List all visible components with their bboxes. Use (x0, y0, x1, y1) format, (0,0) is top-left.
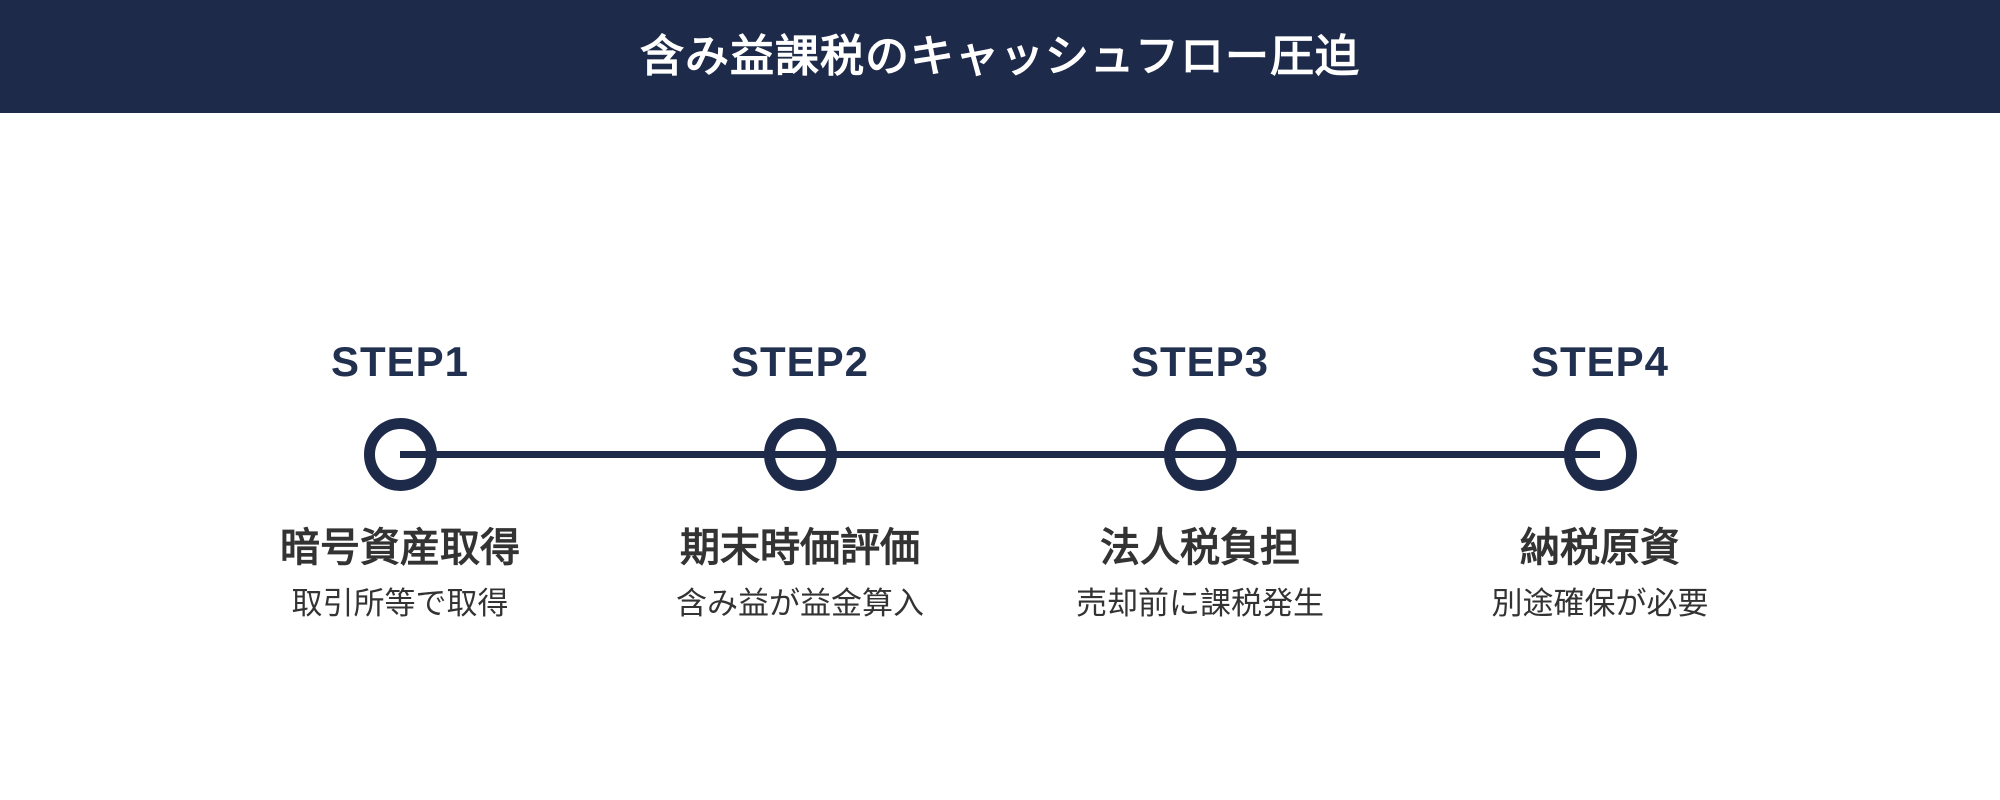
step-4-title: 納税原資 (1520, 526, 1680, 570)
step-1-label: STEP1 (330, 338, 470, 385)
step-2-node-circle-icon (763, 418, 837, 491)
page-title: 含み益課税のキャッシュフロー圧迫 (640, 31, 1360, 81)
step-3-node-circle-icon (1163, 418, 1237, 491)
step-3-title: 法人税負担 (1100, 526, 1300, 570)
step-4-subtitle: 別途確保が必要 (1491, 586, 1709, 621)
step-4-node-circle-icon (1563, 418, 1637, 491)
header-bar: 含み益課税のキャッシュフロー圧迫 (0, 0, 2000, 113)
step-3-label: STEP3 (1130, 338, 1270, 385)
step-2: STEP2 期末時価評価 含み益が益金算入 (600, 0, 1000, 800)
step-3: STEP3 法人税負担 売却前に課税発生 (1000, 0, 1400, 800)
step-1: STEP1 暗号資産取得 取引所等で取得 (200, 0, 600, 800)
step-2-label: STEP2 (730, 338, 870, 385)
step-1-node-circle-icon (363, 418, 437, 491)
step-2-subtitle: 含み益が益金算入 (676, 586, 924, 621)
step-4-label: STEP4 (1530, 338, 1670, 385)
step-3-subtitle: 売却前に課税発生 (1076, 586, 1324, 621)
step-2-title: 期末時価評価 (680, 526, 920, 570)
step-1-title: 暗号資産取得 (280, 526, 520, 570)
step-1-subtitle: 取引所等で取得 (291, 586, 509, 621)
timeline-line (400, 451, 1600, 458)
step-4: STEP4 納税原資 別途確保が必要 (1400, 0, 1800, 800)
